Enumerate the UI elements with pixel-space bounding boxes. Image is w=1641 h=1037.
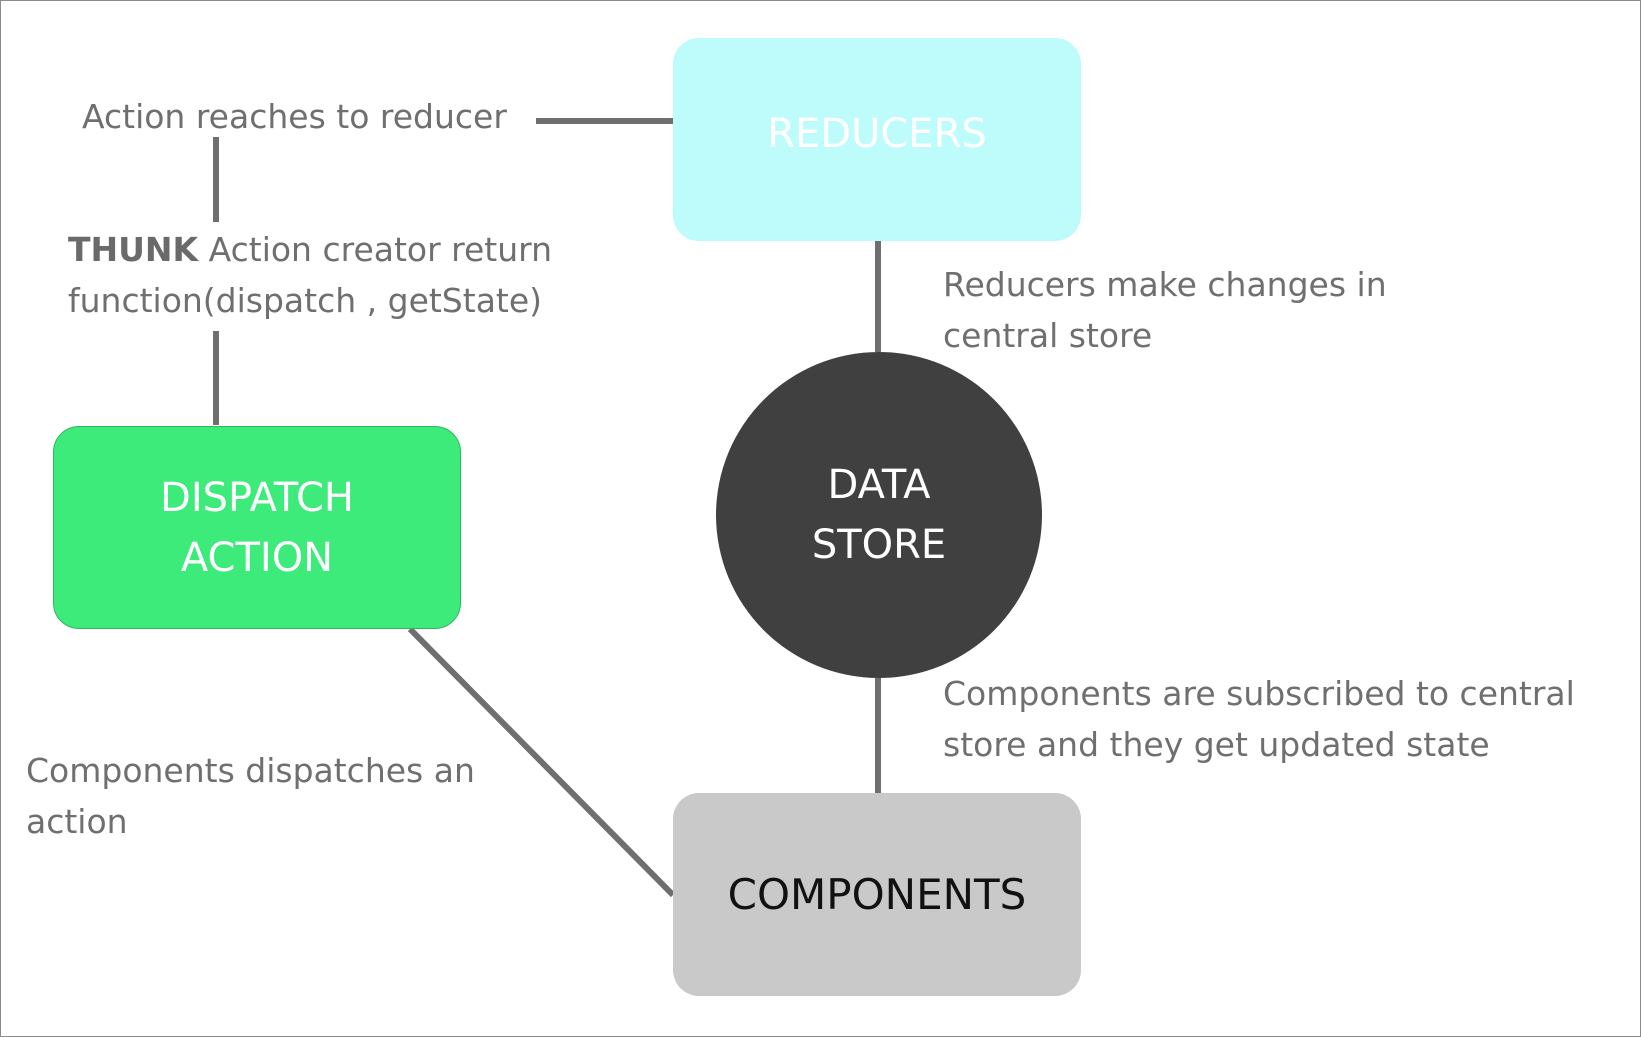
- note-subscribed-line1: Components are subscribed to central: [943, 674, 1575, 713]
- note-action-reaches-text: Action reaches to reducer: [82, 97, 507, 136]
- note-reducers-line2: central store: [943, 316, 1153, 355]
- note-thunk: THUNK Action creator return function(dis…: [68, 224, 552, 326]
- store-label-line1: DATA: [827, 462, 931, 508]
- note-reducers-change-store: Reducers make changes in central store: [943, 259, 1387, 361]
- note-thunk-line1-rest: Action creator return: [198, 230, 553, 269]
- reducers-node: REDUCERS: [673, 38, 1081, 241]
- reducers-label: REDUCERS: [767, 110, 987, 157]
- components-label: COMPONENTS: [727, 870, 1027, 919]
- note-thunk-bold: THUNK: [68, 230, 199, 269]
- store-label-line2: STORE: [811, 522, 947, 568]
- note-reducers-line1: Reducers make changes in: [943, 265, 1387, 304]
- note-thunk-line1: THUNK Action creator return: [68, 224, 552, 275]
- connector-dispatch-to-components: [407, 626, 676, 898]
- dispatch-label-line1: DISPATCH: [160, 474, 354, 521]
- note-components-subscribed: Components are subscribed to central sto…: [943, 668, 1575, 770]
- note-action-reaches-reducer: Action reaches to reducer: [82, 91, 507, 142]
- dispatch-label-line2: ACTION: [180, 534, 334, 581]
- data-store-node: DATA STORE: [716, 352, 1042, 678]
- dispatch-action-node: DISPATCH ACTION: [53, 426, 461, 629]
- note-thunk-line2: function(dispatch , getState): [68, 281, 543, 320]
- components-node: COMPONENTS: [673, 793, 1081, 996]
- note-dispatches-line1: Components dispatches an: [26, 751, 475, 790]
- note-components-dispatch: Components dispatches an action: [26, 745, 475, 847]
- note-subscribed-line2: store and they get updated state: [943, 725, 1490, 764]
- note-dispatches-line2: action: [26, 802, 128, 841]
